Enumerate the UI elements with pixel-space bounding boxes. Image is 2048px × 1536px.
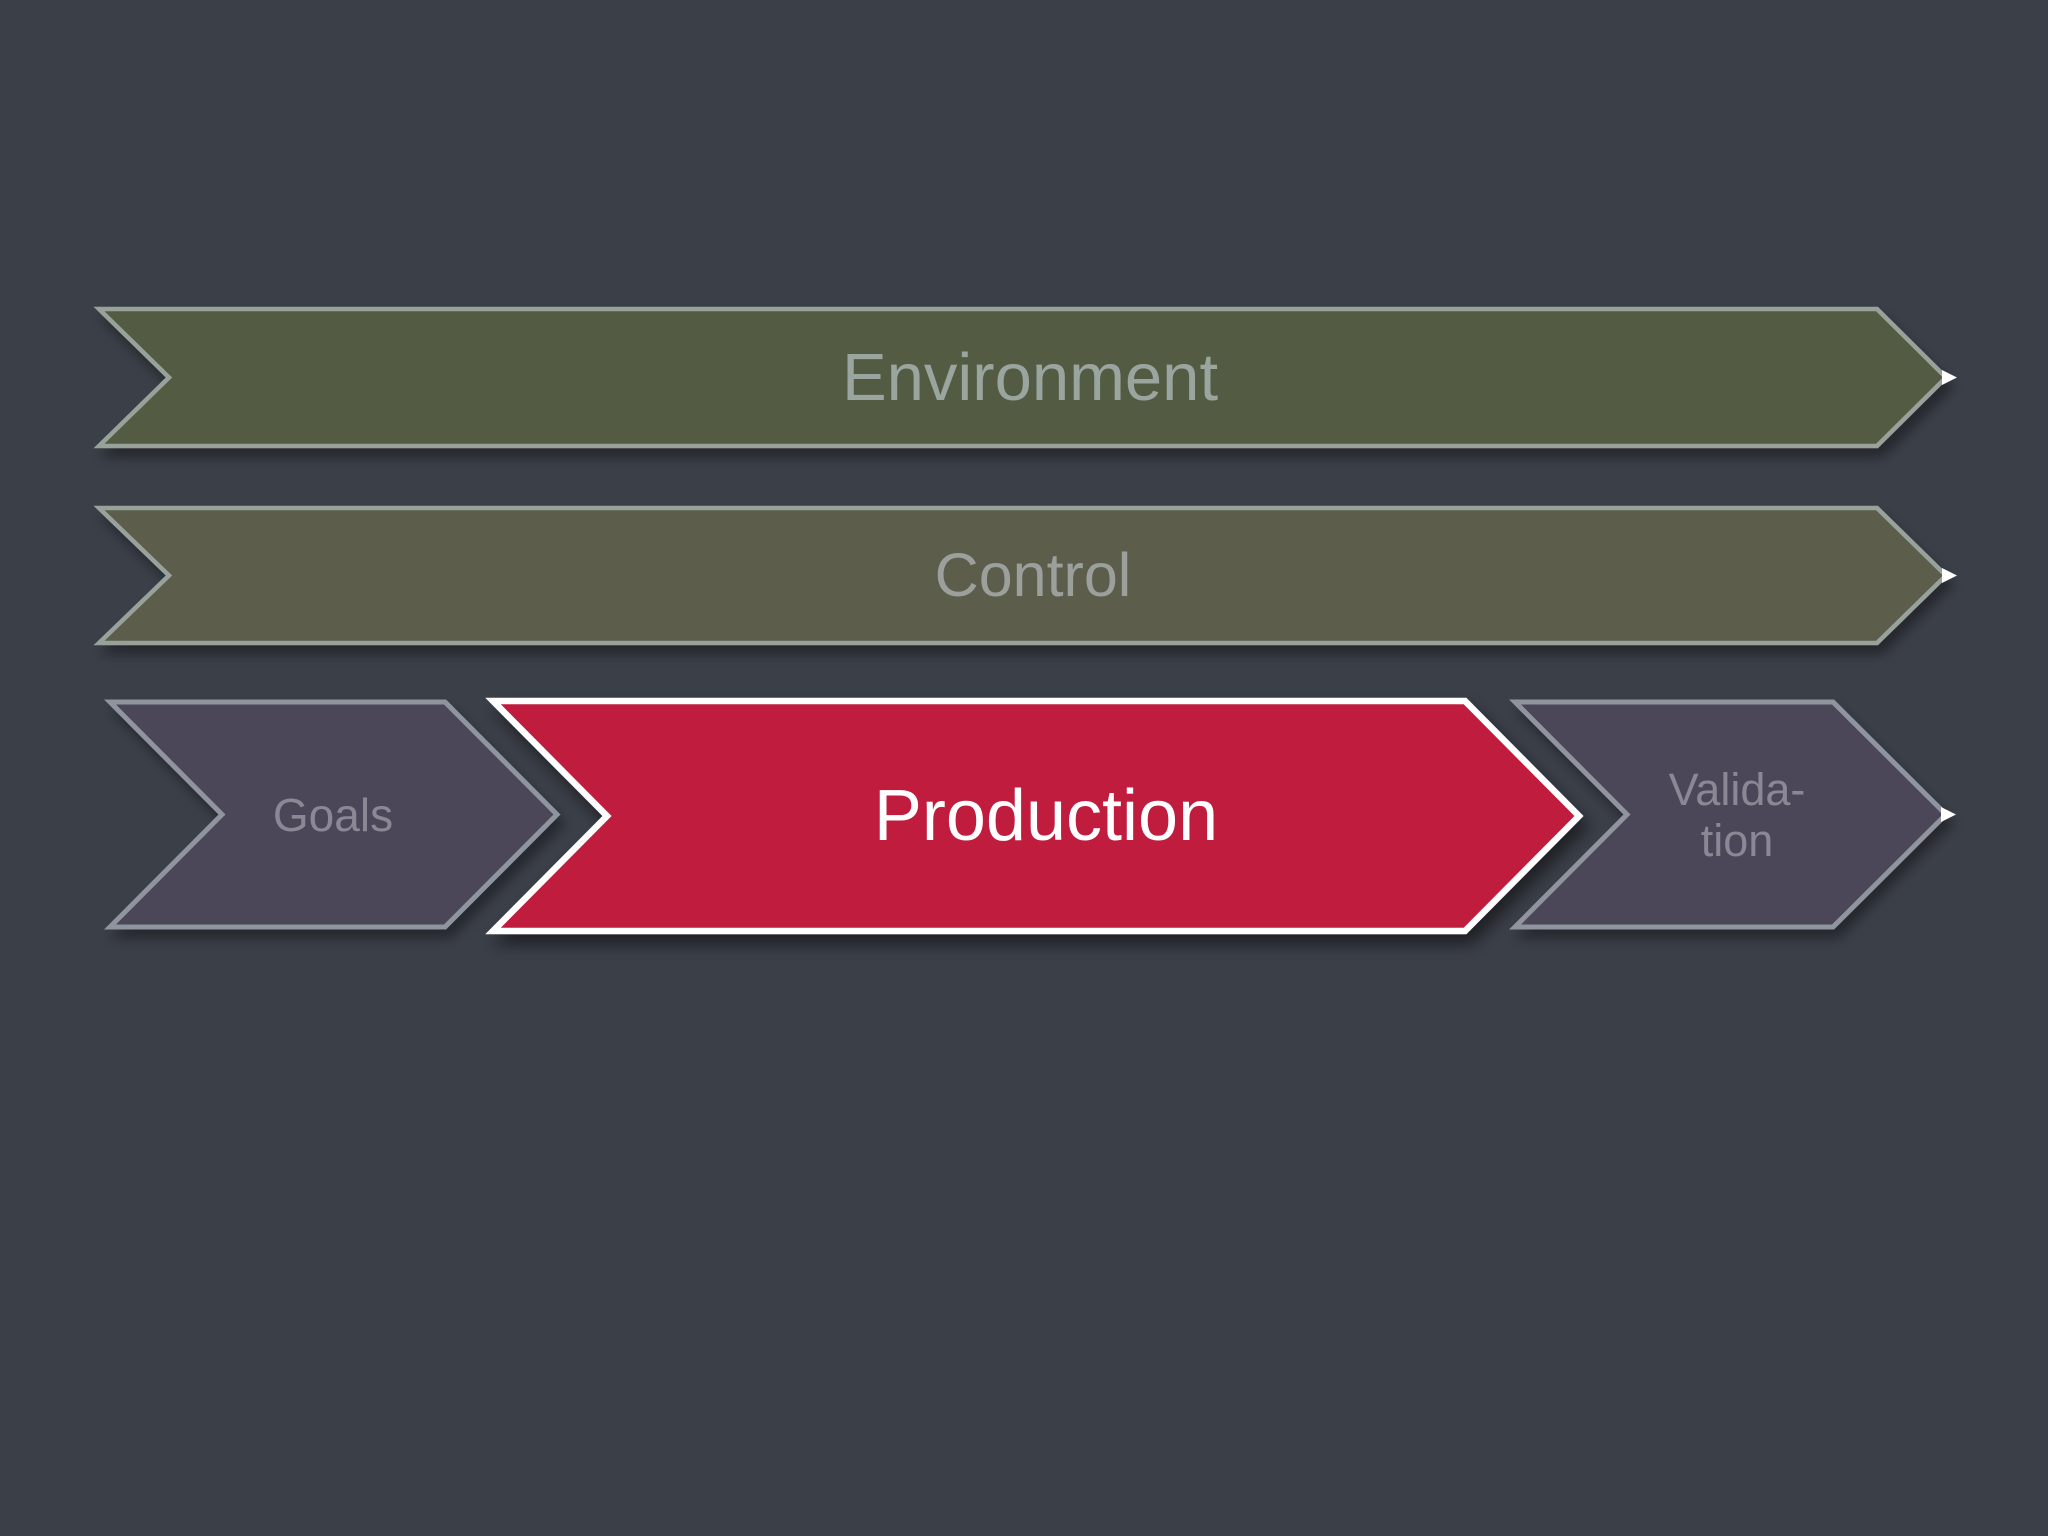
arrow-goals-shape bbox=[103, 699, 561, 930]
arrow-environment-tip-glint bbox=[1942, 370, 1957, 385]
arrow-validation-label-line1: Valida- bbox=[1669, 764, 1806, 815]
arrow-production-label: Production bbox=[874, 776, 1218, 856]
arrow-control: Control bbox=[93, 505, 1957, 646]
arrow-goals: Goals bbox=[103, 699, 561, 930]
arrow-environment-label: Environment bbox=[842, 340, 1219, 415]
arrow-validation: Valida- tion bbox=[1508, 699, 1956, 930]
arrow-production-shape bbox=[485, 697, 1584, 935]
arrow-control-shape bbox=[93, 505, 1950, 646]
arrow-environment: Environment bbox=[93, 306, 1957, 449]
arrow-goals-label: Goals bbox=[273, 789, 393, 841]
arrow-control-label: Control bbox=[935, 541, 1132, 609]
arrow-validation-label-line2: tion bbox=[1701, 815, 1774, 866]
arrow-control-tip-glint bbox=[1942, 568, 1957, 583]
arrow-validation-shape bbox=[1508, 699, 1950, 930]
arrow-production: Production bbox=[485, 697, 1584, 935]
arrow-validation-tip-glint bbox=[1941, 807, 1956, 822]
arrow-environment-shape bbox=[93, 306, 1950, 449]
